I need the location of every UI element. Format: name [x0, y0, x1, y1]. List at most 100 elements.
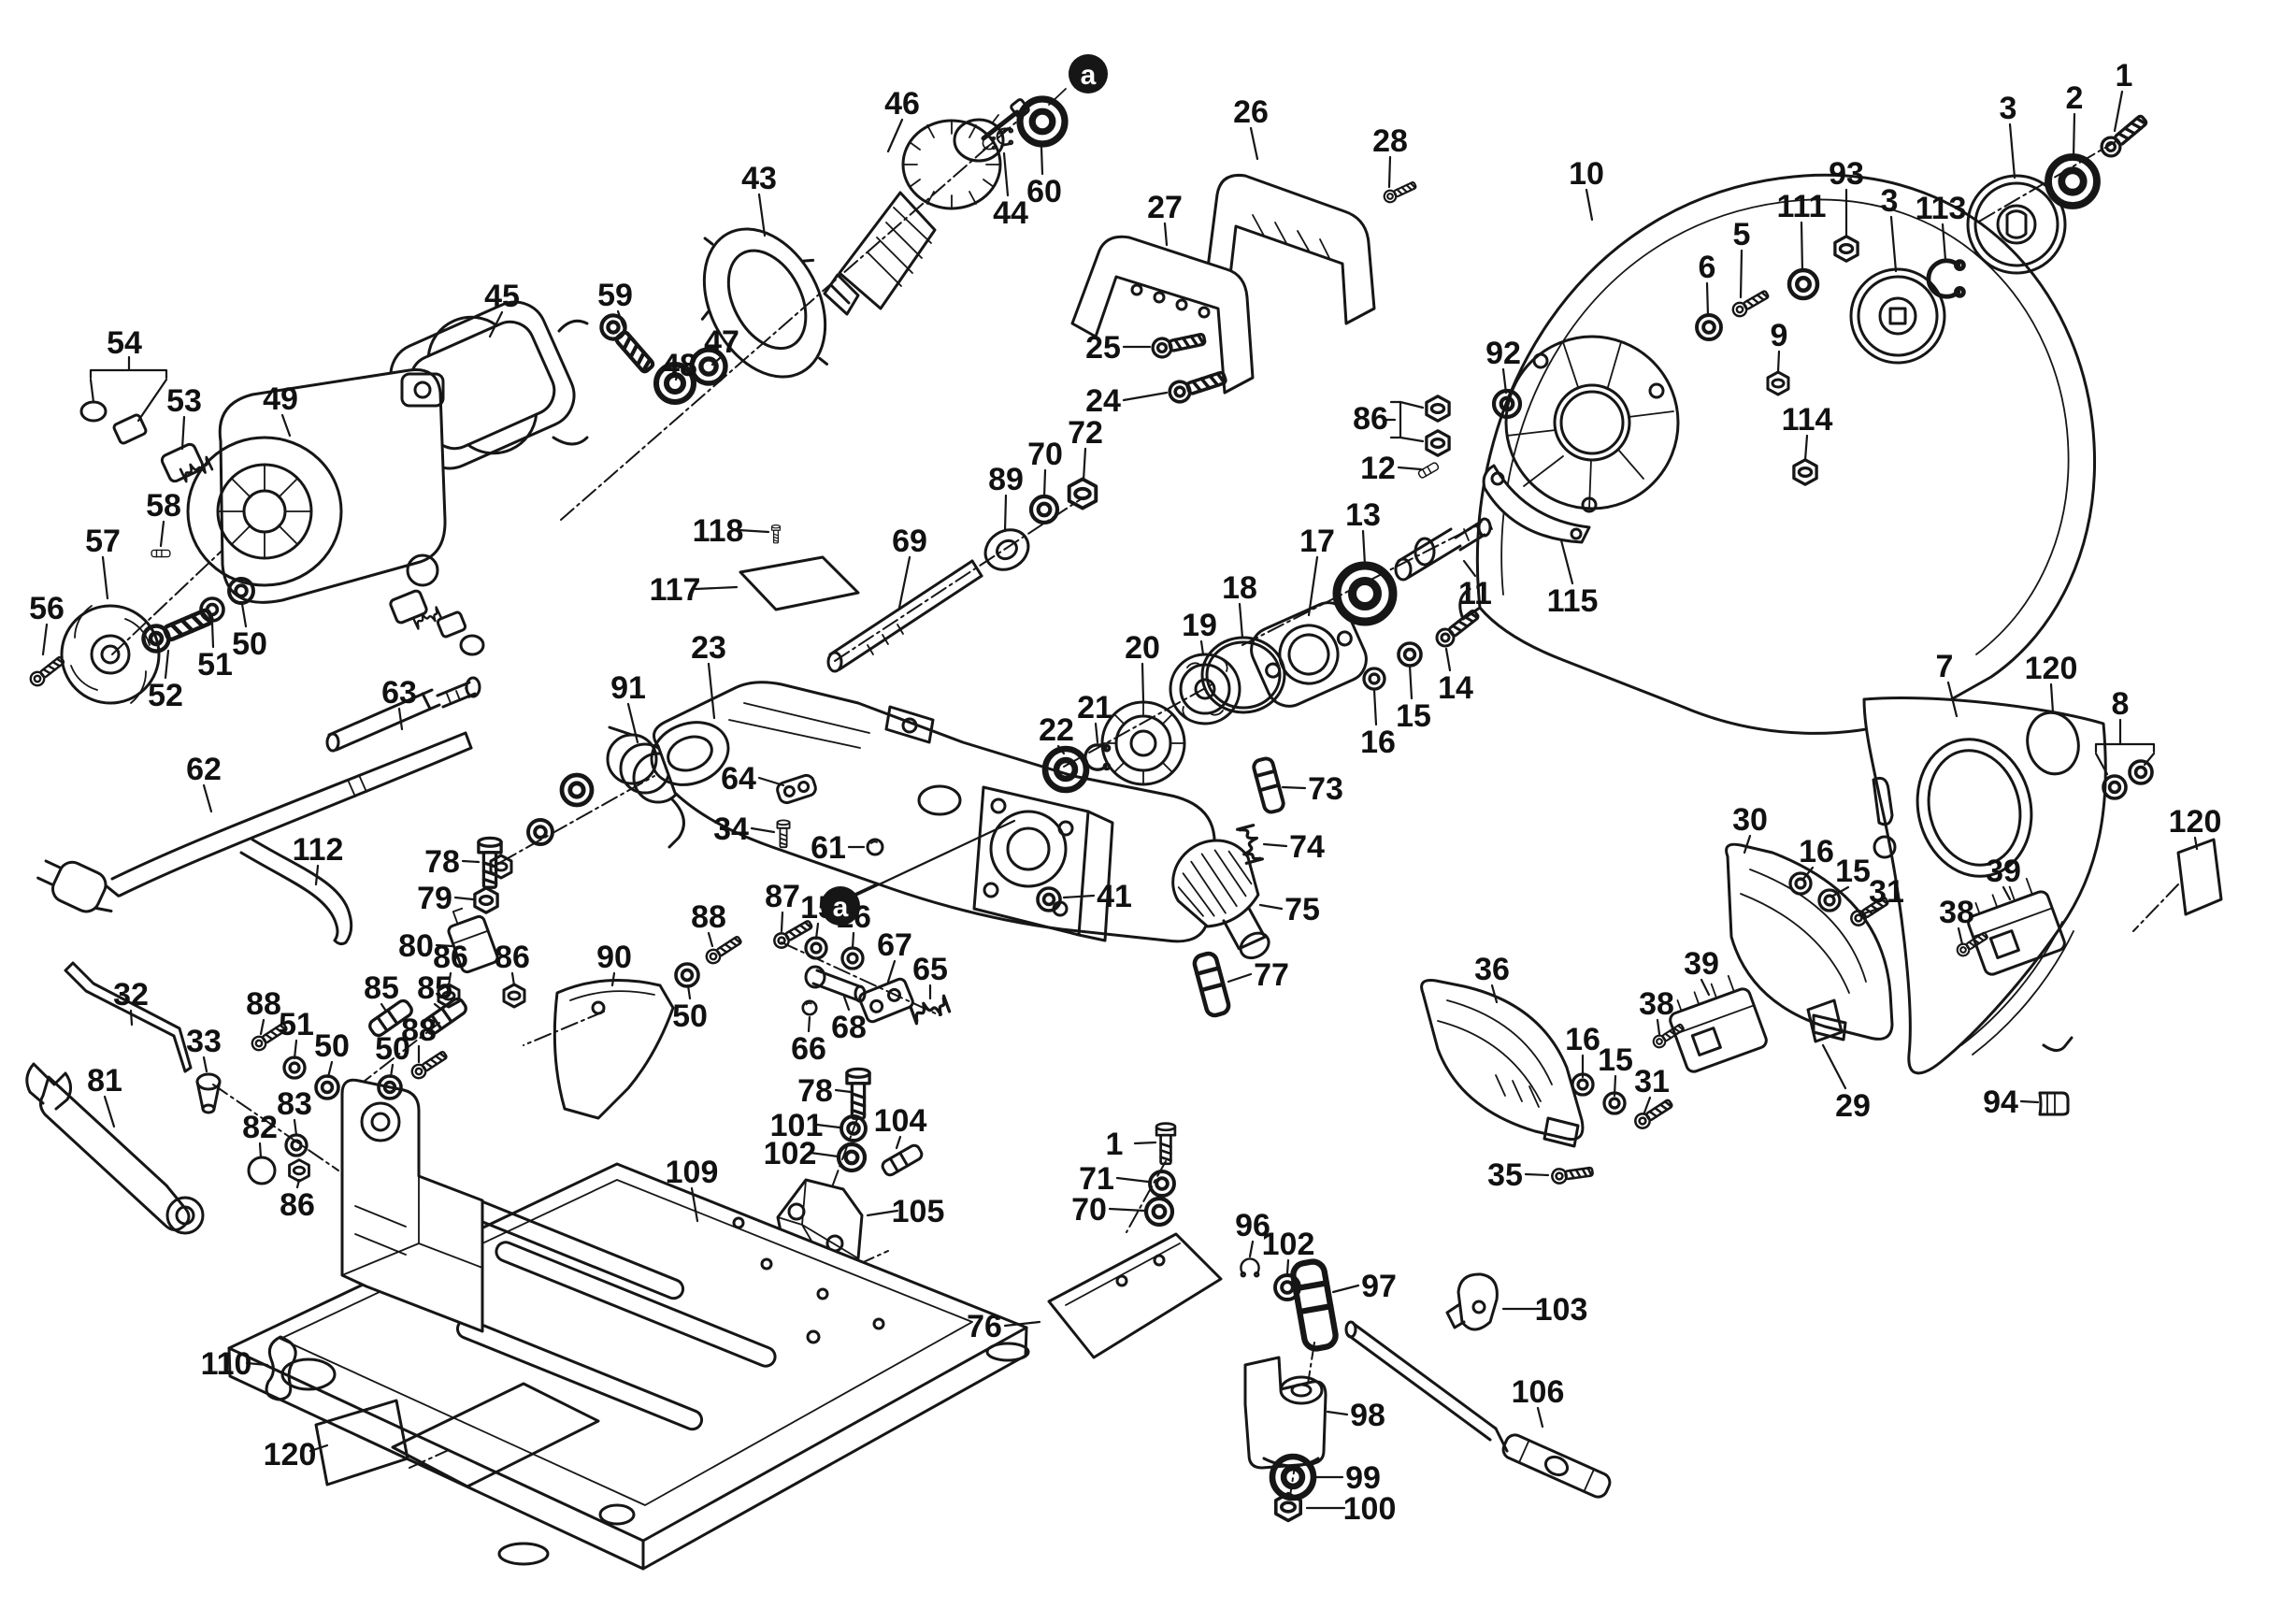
- leader-line-113: [1941, 223, 1947, 262]
- leader-line-104: [895, 1135, 902, 1150]
- part-callout-34-60: 34: [713, 812, 749, 847]
- blade-guard-10: [1458, 173, 2097, 735]
- part-callout-21-41: 21: [1077, 690, 1112, 725]
- part-callout-105-117: 105: [892, 1194, 945, 1229]
- leader-line-30: [1743, 834, 1752, 855]
- part-callout-120-111: 120: [264, 1437, 317, 1472]
- screw-part: [1431, 605, 1484, 652]
- leader-line-69: [897, 555, 911, 610]
- leader-line-31: [1643, 1096, 1652, 1114]
- leader-line-98: [1326, 1410, 1349, 1416]
- part-callout-50-89: 50: [672, 998, 708, 1034]
- leader-line-71: [1115, 1176, 1150, 1184]
- part-callout-5-23: 5: [1733, 217, 1751, 252]
- part-callout-58-8: 58: [146, 488, 181, 524]
- leader-line-22: [1056, 744, 1066, 755]
- leader-line-43: [757, 193, 767, 237]
- washer-part: [2102, 774, 2128, 800]
- part-callout-88-99: 88: [246, 986, 281, 1022]
- leader-line-1: [1133, 1141, 1157, 1145]
- lock-lever-75: [1171, 839, 1270, 960]
- washer-part: [314, 1074, 340, 1100]
- leader-line-111: [1800, 221, 1804, 273]
- spark-guard-90: [523, 979, 675, 1120]
- part-callout-61-61: 61: [811, 830, 846, 866]
- washer-part: [1148, 1170, 1176, 1198]
- part-callout-51-100: 51: [279, 1007, 314, 1042]
- lock-shaft-68: [804, 965, 867, 1003]
- leader-line-85: [433, 1002, 441, 1010]
- part-callout-50-103: 50: [375, 1031, 410, 1067]
- part-callout-28-15: 28: [1372, 123, 1408, 159]
- part-callout-72-37: 72: [1068, 415, 1103, 451]
- part-callout-118-32: 118: [693, 513, 744, 549]
- part-callout-70-36: 70: [1027, 437, 1063, 472]
- part-callout-16-76: 16: [1565, 1022, 1600, 1057]
- vise-bracket-98: [1243, 1356, 1327, 1470]
- leader-line-57: [101, 555, 109, 600]
- part-callout-46-0: 46: [884, 86, 920, 122]
- part-callout-102-123: 102: [1262, 1227, 1315, 1262]
- part-callout-85-102: 85: [364, 970, 399, 1006]
- part-callout-78-113: 78: [797, 1073, 833, 1109]
- washer-part: [562, 775, 592, 805]
- gear-20: [1100, 700, 1186, 786]
- fence-plate-76: [1047, 1232, 1223, 1359]
- part-callout-1-31: 1: [2116, 58, 2133, 93]
- part-callout-3-29: 3: [2000, 91, 2017, 126]
- leader-line-81: [103, 1095, 116, 1128]
- part-callout-90-87: 90: [596, 940, 632, 975]
- leader-line-86: [510, 971, 516, 987]
- leader-line-110: [245, 1361, 269, 1367]
- leader-line-90: [610, 971, 616, 987]
- handle-housing-30: [1725, 842, 1894, 1041]
- washer-part: [1020, 99, 1065, 144]
- part-callout-110-110: 110: [201, 1346, 252, 1382]
- leader-line-9: [1776, 350, 1781, 374]
- part-callout-30-67: 30: [1732, 802, 1768, 838]
- label-120-base-sticker: [314, 1399, 409, 1487]
- clamp-hook-103: [1445, 1272, 1499, 1331]
- leader-line-102: [809, 1151, 839, 1158]
- part-callout-115-48: 115: [1547, 583, 1599, 619]
- leader-line-39: [1700, 978, 1711, 997]
- bolt-part: [845, 1067, 871, 1120]
- washer-part: [840, 946, 865, 970]
- part-callout-9-25: 9: [1771, 318, 1788, 353]
- leader-line-32: [129, 1009, 134, 1027]
- leader-line-109: [690, 1186, 699, 1223]
- armature-46: [823, 98, 1030, 316]
- pin-part: [879, 1142, 926, 1179]
- leader-line-34: [750, 826, 776, 834]
- leader-line-50: [326, 1060, 334, 1079]
- washer-part: [674, 962, 700, 988]
- vise-tower: [340, 1078, 484, 1333]
- part-callout-62-56: 62: [186, 752, 222, 787]
- leader-line-31: [1862, 906, 1883, 915]
- pin-part: [1250, 754, 1287, 816]
- part-callout-8-134: 8: [2112, 686, 2130, 722]
- leader-line-67: [886, 959, 897, 984]
- leader-line-59: [616, 309, 626, 331]
- leader-line-76: [1003, 1320, 1041, 1328]
- leader-line-78: [834, 1088, 853, 1094]
- part-callout-48-131: 48: [662, 348, 697, 383]
- part-callout-15-77: 15: [1598, 1042, 1633, 1078]
- leader-line-16: [1801, 866, 1815, 881]
- leader-line-51: [210, 621, 215, 649]
- part-callout-79-83: 79: [417, 881, 452, 916]
- part-callout-67-93: 67: [877, 927, 912, 963]
- cord-clip-94: [2038, 1091, 2070, 1116]
- leader-line-38: [1656, 1018, 1661, 1036]
- leader-line-44: [1002, 151, 1010, 197]
- part-callout-22-42: 22: [1039, 712, 1074, 748]
- leader-line-13: [1361, 529, 1367, 567]
- part-callout-86-85: 86: [495, 940, 530, 975]
- handle-housing-7: [1862, 697, 2107, 1075]
- leader-line-102: [1285, 1258, 1290, 1275]
- part-callout-20-40: 20: [1125, 630, 1160, 666]
- part-callout-113-28: 113: [1916, 191, 1967, 226]
- pin-part: [151, 549, 171, 558]
- clamping-flange-3-outer: [1966, 174, 2067, 275]
- pin-part: [1291, 1260, 1337, 1351]
